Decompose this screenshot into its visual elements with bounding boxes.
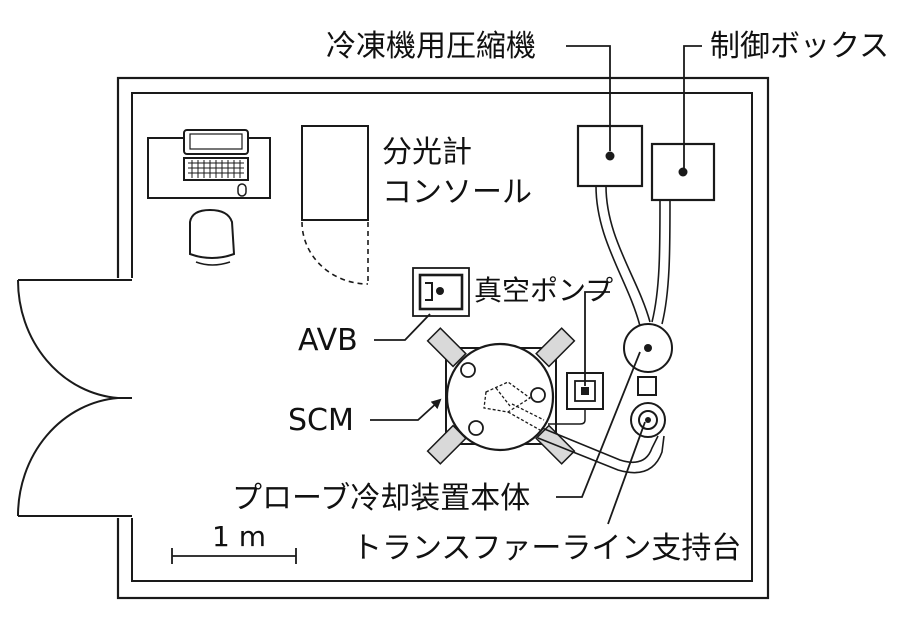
label-transfer-line-support: トランスファーライン支持台	[352, 531, 741, 566]
label-probe-cooler: プローブ冷却装置本体	[232, 481, 530, 516]
label-vacuum-pump: 真空ポンプ	[474, 274, 613, 307]
label-spectrometer-line1: 分光計	[382, 135, 472, 170]
desktop-computer-icon	[183, 129, 249, 197]
helium-hoses	[595, 185, 671, 327]
connector-block	[637, 376, 657, 396]
spectrometer-console	[301, 125, 369, 285]
chair-icon	[189, 208, 236, 266]
avb-unit	[412, 267, 470, 317]
probe-cooling-unit	[623, 323, 673, 373]
leader-lines	[370, 45, 702, 525]
transfer-line	[537, 427, 665, 474]
double-door	[16, 278, 134, 518]
scm-magnet	[426, 327, 576, 465]
label-scm: SCM	[288, 403, 354, 438]
label-compressor: 冷凍機用圧縮機	[326, 29, 536, 64]
label-avb: AVB	[298, 323, 358, 358]
label-control-box: 制御ボックス	[710, 29, 889, 64]
scale-bar	[171, 548, 297, 564]
transfer-line-support	[630, 402, 666, 438]
label-scale: 1 m	[212, 520, 266, 553]
label-spectrometer-line2: コンソール	[382, 175, 532, 210]
control-box	[650, 142, 716, 202]
